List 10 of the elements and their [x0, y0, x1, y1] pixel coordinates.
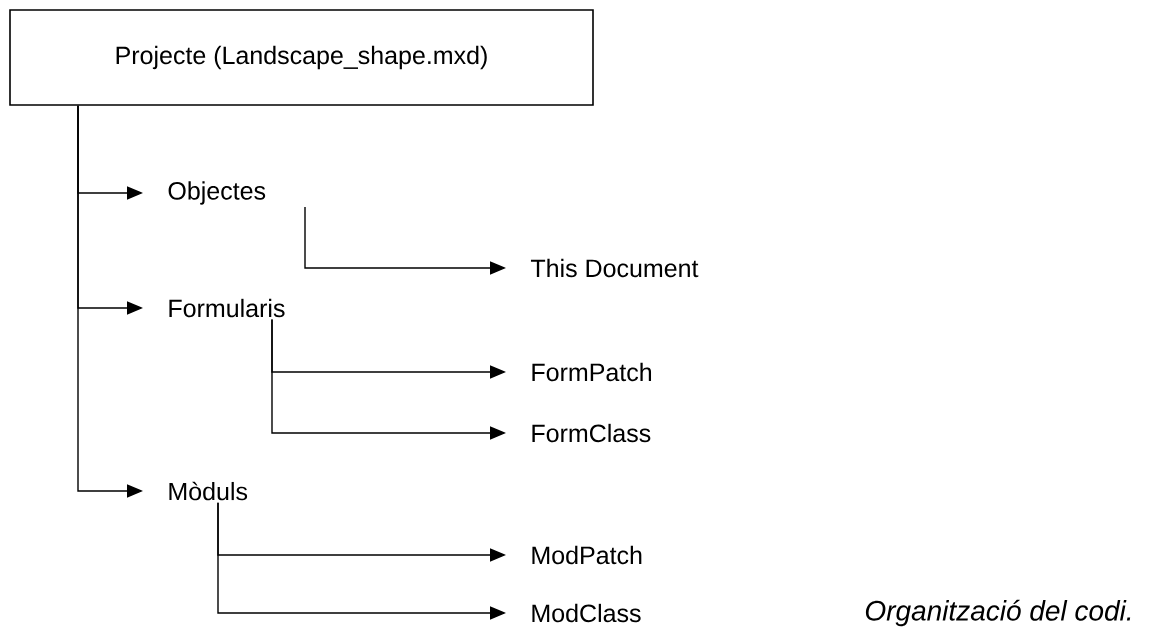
- tree-item: FormClass: [532, 423, 651, 443]
- tree-item: Objectes: [168, 181, 266, 205]
- tree-item: ModClass: [532, 603, 641, 623]
- caption: Organització del codi.: [865, 599, 1131, 627]
- project-box: Projecte (Landscape_shape.mxd): [9, 9, 594, 106]
- tree-item: Formularis: [169, 298, 285, 318]
- tree-item: Mòduls: [169, 481, 248, 501]
- tree-item: FormPatch: [532, 362, 651, 382]
- tree-item: ModPatch: [532, 545, 642, 565]
- tree-item: This Document: [530, 258, 699, 278]
